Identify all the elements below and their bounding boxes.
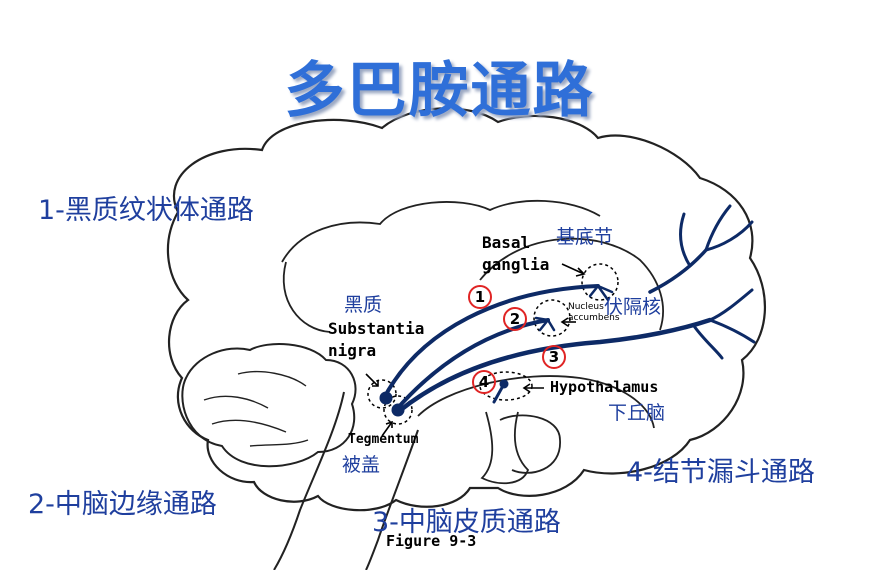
basal-ganglia-label: Basal ganglia	[482, 233, 550, 274]
tegmentum-cn-label: 被盖	[342, 454, 381, 476]
marker-4: 4	[478, 373, 490, 391]
tegmentum-label: Tegmentum	[348, 432, 419, 447]
pathway-2-line	[394, 318, 550, 412]
hypothalamus-cn-label: 下丘脑	[608, 402, 666, 424]
pathway-2-caption: 2-中脑边缘通路	[28, 489, 217, 520]
marker-1: 1	[474, 288, 486, 306]
pathway-1-caption: 1-黑质纹状体通路	[38, 195, 254, 226]
cerebrum-outline	[166, 107, 766, 512]
nucleus-accumbens-label: Nucleus accumbens	[568, 302, 620, 323]
page-title: 多巴胺通路	[284, 56, 595, 126]
marker-2: 2	[509, 310, 521, 328]
pathway-4-caption: 4-结节漏斗通路	[626, 457, 815, 488]
substantia-nigra-cn-label: 黑质	[344, 294, 383, 316]
hypothalamus-label: Hypothalamus	[550, 378, 659, 396]
pathway-3-caption: 3-中脑皮质通路	[372, 507, 561, 538]
marker-3: 3	[548, 348, 560, 366]
pathway-1-line	[382, 284, 600, 400]
cerebellum-outline	[181, 343, 357, 468]
figure-caption: Figure 9-3	[386, 532, 477, 550]
basal-ganglia-cn-label: 基底节	[556, 226, 614, 248]
brainstem-outline	[273, 391, 345, 570]
nucleus-accumbens-cn-label: 伏隔核	[604, 296, 662, 318]
pathway-3-line	[395, 317, 713, 415]
substantia-nigra-label: Substantia nigra	[328, 319, 425, 360]
